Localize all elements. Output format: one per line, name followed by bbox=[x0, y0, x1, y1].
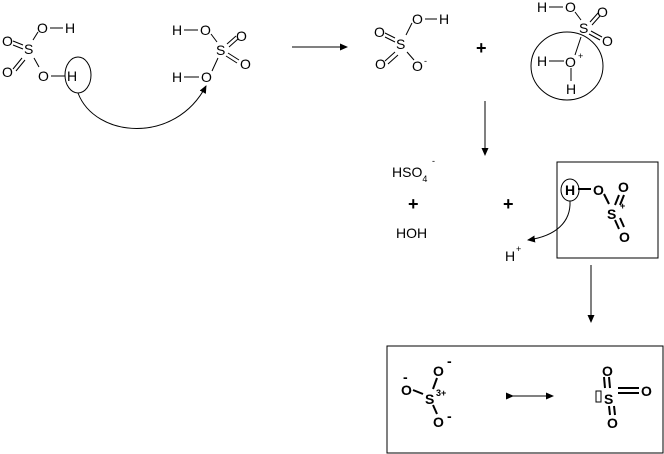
atom-o: O bbox=[602, 363, 613, 379]
bonds bbox=[412, 377, 438, 415]
atom-h: H bbox=[565, 182, 575, 198]
atom-s: S bbox=[579, 20, 588, 36]
atom-h: H bbox=[537, 0, 547, 15]
atom-h: H bbox=[566, 81, 576, 97]
charge-separated-structure: O - O - S 3+ O - bbox=[401, 353, 452, 430]
bonds bbox=[384, 18, 437, 65]
charge-plus: + bbox=[578, 51, 583, 61]
atom-o: O bbox=[565, 54, 576, 70]
atom-o: O bbox=[597, 4, 608, 20]
atom-h: H bbox=[67, 68, 77, 84]
atom-o: O bbox=[607, 415, 618, 431]
hso4-label: HSO4 bbox=[392, 164, 427, 184]
atom-o: O bbox=[641, 383, 652, 399]
atom-o: O bbox=[602, 33, 613, 49]
intermediate-frame bbox=[556, 161, 659, 259]
atom-o: O bbox=[593, 182, 604, 198]
atom-o: O bbox=[2, 33, 13, 49]
sulfuric-acid-molecule-1: O H O S O O H bbox=[2, 20, 92, 94]
water-label: HOH bbox=[396, 225, 427, 241]
charge-minus: - bbox=[447, 408, 452, 424]
plus-sign: + bbox=[503, 194, 514, 214]
atom-o: O bbox=[200, 22, 211, 38]
bisulfate-anion: O H O S O O - bbox=[374, 11, 449, 74]
highlight-circle bbox=[530, 31, 604, 101]
atom-o: O bbox=[412, 58, 423, 74]
bonds bbox=[184, 29, 240, 78]
atom-o: O bbox=[38, 68, 49, 84]
atom-h: H bbox=[65, 20, 75, 36]
lone-pair-box bbox=[595, 390, 602, 403]
sulfur-trioxide-resonance-box: O - O - S 3+ O - O S O O bbox=[386, 345, 664, 454]
resonance-frame bbox=[386, 345, 664, 454]
atom-o: O bbox=[375, 56, 386, 72]
atom-s: S bbox=[24, 41, 33, 57]
charge-minus: - bbox=[447, 353, 452, 369]
atom-o: O bbox=[374, 24, 385, 40]
atom-o: O bbox=[433, 363, 444, 379]
atom-o: O bbox=[37, 20, 48, 36]
atom-o: O bbox=[433, 414, 444, 430]
charge-plus: + bbox=[620, 201, 625, 211]
atom-s: S bbox=[425, 391, 434, 407]
bonds bbox=[578, 188, 625, 230]
charge-minus: - bbox=[432, 156, 435, 166]
bonds bbox=[549, 6, 603, 81]
charge-minus: - bbox=[424, 56, 427, 66]
atom-h: H bbox=[172, 69, 182, 85]
atom-s: S bbox=[604, 391, 613, 407]
atom-s: S bbox=[607, 206, 616, 222]
atom-o: O bbox=[565, 0, 576, 15]
curved-electron-arrow bbox=[77, 85, 207, 129]
plus-sign: + bbox=[476, 38, 487, 58]
atom-s: S bbox=[216, 42, 225, 58]
plus-sign: + bbox=[408, 194, 419, 214]
atom-h: H bbox=[439, 11, 449, 27]
protonated-sulfuric-acid: H O O S O H O + H bbox=[530, 0, 613, 101]
sulfuric-acid-molecule-2: H O O S O H O bbox=[172, 22, 251, 85]
atom-h: H bbox=[172, 22, 182, 38]
intermediate-box: H O O S + O bbox=[527, 161, 659, 259]
atom-o: O bbox=[2, 64, 13, 80]
charge-minus: - bbox=[403, 369, 408, 385]
double-bonded-structure: O S O O bbox=[595, 363, 652, 431]
atom-o: O bbox=[412, 11, 423, 27]
charge-s3plus: 3+ bbox=[436, 388, 446, 398]
bonds bbox=[12, 27, 65, 77]
atom-o: O bbox=[401, 382, 412, 398]
atom-o: O bbox=[618, 179, 629, 195]
atom-o: O bbox=[619, 229, 630, 245]
atom-o: O bbox=[201, 69, 212, 85]
bonds bbox=[595, 376, 639, 416]
curved-electron-arrow bbox=[527, 200, 571, 243]
byproducts: HSO4 - + HOH bbox=[392, 156, 435, 241]
atom-o: O bbox=[240, 56, 251, 72]
atom-h: H bbox=[537, 53, 547, 69]
proton-label: H bbox=[505, 248, 515, 264]
atom-o: O bbox=[236, 28, 247, 44]
charge-plus: + bbox=[516, 244, 521, 254]
atom-s: S bbox=[396, 36, 405, 52]
